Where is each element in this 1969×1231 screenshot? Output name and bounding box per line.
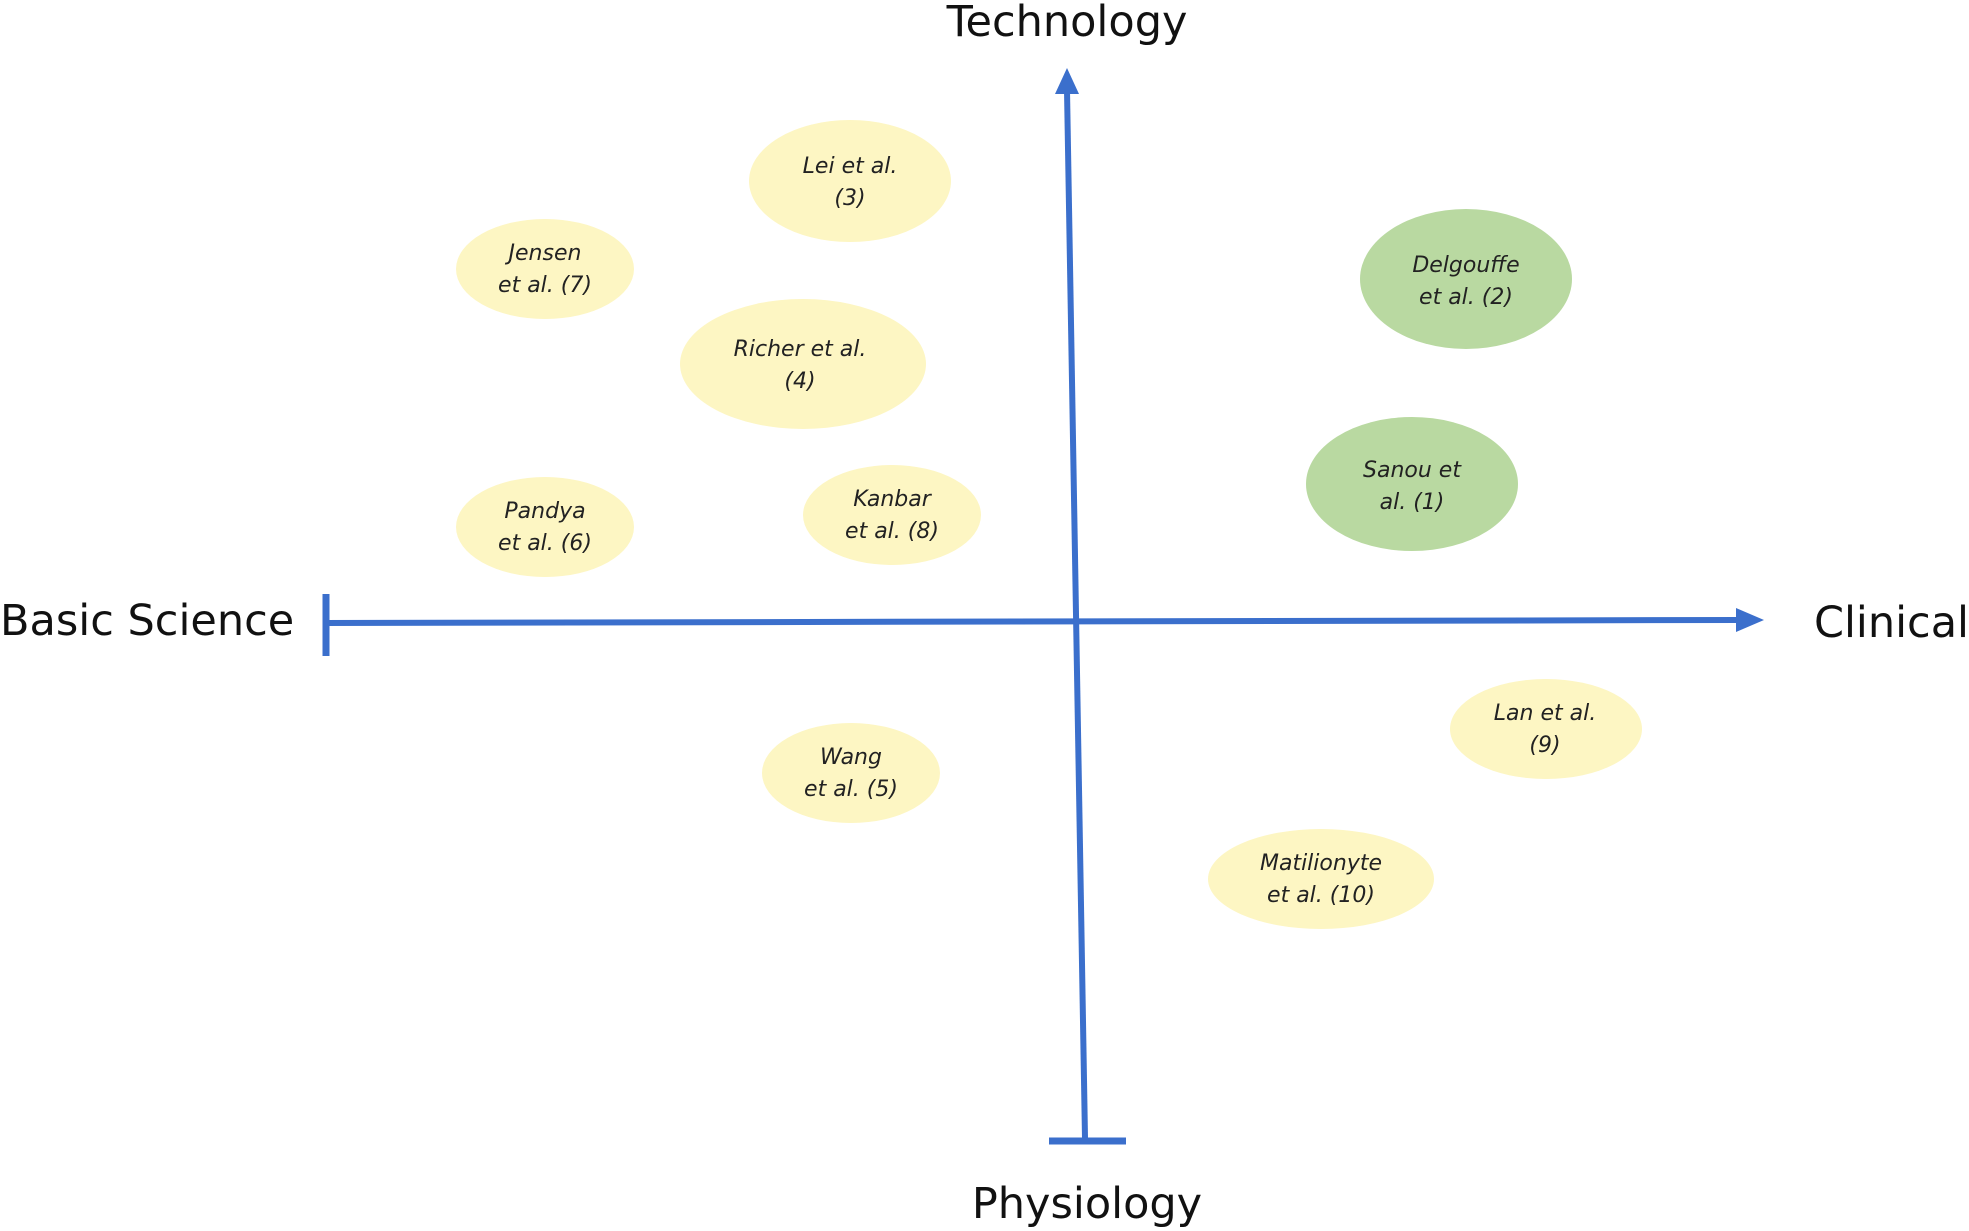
study-bubble-pandya: Pandya et al. (6) <box>456 477 634 577</box>
axis-label-right: Clinical <box>1814 598 1969 648</box>
bubble-shape <box>803 465 981 565</box>
horizontal-axis-line <box>325 617 1739 626</box>
bubble-shape <box>456 219 634 319</box>
study-bubble-jensen: Jensen et al. (7) <box>456 219 634 319</box>
bubble-label-line2: al. (1) <box>1380 490 1445 515</box>
bubble-label-line1: Kanbar <box>853 487 933 512</box>
vertical-axis-line <box>1064 89 1088 1139</box>
bubble-label-line2: (9) <box>1529 733 1560 758</box>
bubble-label-line2: (4) <box>784 369 815 394</box>
study-bubble-delgouffe: Delgouffe et al. (2) <box>1360 209 1572 349</box>
bubble-label-line2: et al. (2) <box>1419 285 1513 310</box>
study-bubble-richer: Richer et al. (4) <box>680 299 926 429</box>
horizontal-axis-right-arrowhead <box>1736 608 1764 632</box>
bubble-label-line2: et al. (7) <box>498 273 592 298</box>
study-bubble-matilionyte: Matilionyte et al. (10) <box>1208 829 1434 929</box>
bubble-label-line2: et al. (5) <box>804 777 898 802</box>
axis-label-bottom: Physiology <box>972 1179 1202 1229</box>
bubble-label-line1: Jensen <box>505 241 582 266</box>
bubble-shape <box>1360 209 1572 349</box>
study-bubble-wang: Wang et al. (5) <box>762 723 940 823</box>
bubble-label-line1: Sanou et <box>1363 458 1462 483</box>
study-bubble-kanbar: Kanbar et al. (8) <box>803 465 981 565</box>
bubble-shape <box>680 299 926 429</box>
bubble-shape <box>749 120 951 242</box>
axis-label-left: Basic Science <box>0 596 294 646</box>
study-bubble-lei: Lei et al. (3) <box>749 120 951 242</box>
study-bubble-sanou: Sanou et al. (1) <box>1306 417 1518 551</box>
bubble-label-line2: (3) <box>834 186 865 211</box>
bubble-label-line1: Delgouffe <box>1412 253 1519 278</box>
bubble-label-line2: et al. (8) <box>845 519 939 544</box>
bubble-shape <box>762 723 940 823</box>
bubble-shape <box>1306 417 1518 551</box>
bubble-label-line1: Lei et al. <box>803 154 898 179</box>
bubble-shape <box>1450 679 1642 779</box>
study-bubble-lan: Lan et al. (9) <box>1450 679 1642 779</box>
bubble-label-line1: Matilionyte <box>1260 851 1382 876</box>
bubble-label-line1: Richer et al. <box>734 337 867 362</box>
bubble-shape <box>1208 829 1434 929</box>
bubble-shape <box>456 477 634 577</box>
bubble-label-line1: Lan et al. <box>1494 701 1596 726</box>
bubble-label-line1: Wang <box>820 745 882 770</box>
bubble-label-line2: et al. (6) <box>498 531 592 556</box>
vertical-axis-top-arrowhead <box>1055 68 1079 94</box>
axis-label-top: Technology <box>946 0 1188 47</box>
bubble-label-line2: et al. (10) <box>1267 883 1375 908</box>
axes <box>322 68 1764 1145</box>
bubble-label-line1: Pandya <box>504 499 585 524</box>
